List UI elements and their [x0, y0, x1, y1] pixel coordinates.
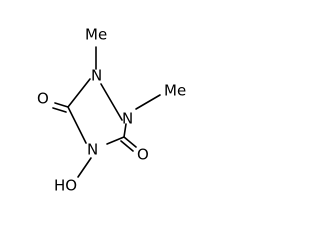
molecule-drawing: N N N O O Me Me HO: [37, 26, 186, 195]
bond-c3-n2: [123, 123, 127, 138]
bond-c3-o-bottom-b: [120, 140, 134, 152]
atom-label-methyl-top: Me: [85, 26, 107, 44]
bond-n1-n2: [100, 83, 123, 121]
bond-n2-methyl: [135, 94, 161, 110]
atom-label-o-bottom: O: [137, 146, 149, 164]
bond-n1-c5: [67, 78, 91, 108]
atom-label-methyl-right: Me: [164, 82, 186, 100]
structure-diagram: N N N O O Me Me HO: [37, 25, 187, 195]
atom-label-o-top: O: [37, 90, 49, 108]
atom-label-n4: N: [87, 141, 98, 159]
bond-n4-oh: [77, 157, 92, 178]
bond-c3-o-bottom-a: [123, 136, 137, 148]
atom-label-hydroxy: HO: [54, 177, 77, 195]
atom-label-n1: N: [91, 67, 102, 85]
bond-c5-n4: [67, 106, 87, 144]
bond-c5-o-top-b: [52, 107, 67, 113]
bond-n4-c3: [106, 136, 125, 145]
atom-label-n2: N: [122, 110, 133, 128]
bond-c5-o-top-a: [54, 102, 69, 108]
